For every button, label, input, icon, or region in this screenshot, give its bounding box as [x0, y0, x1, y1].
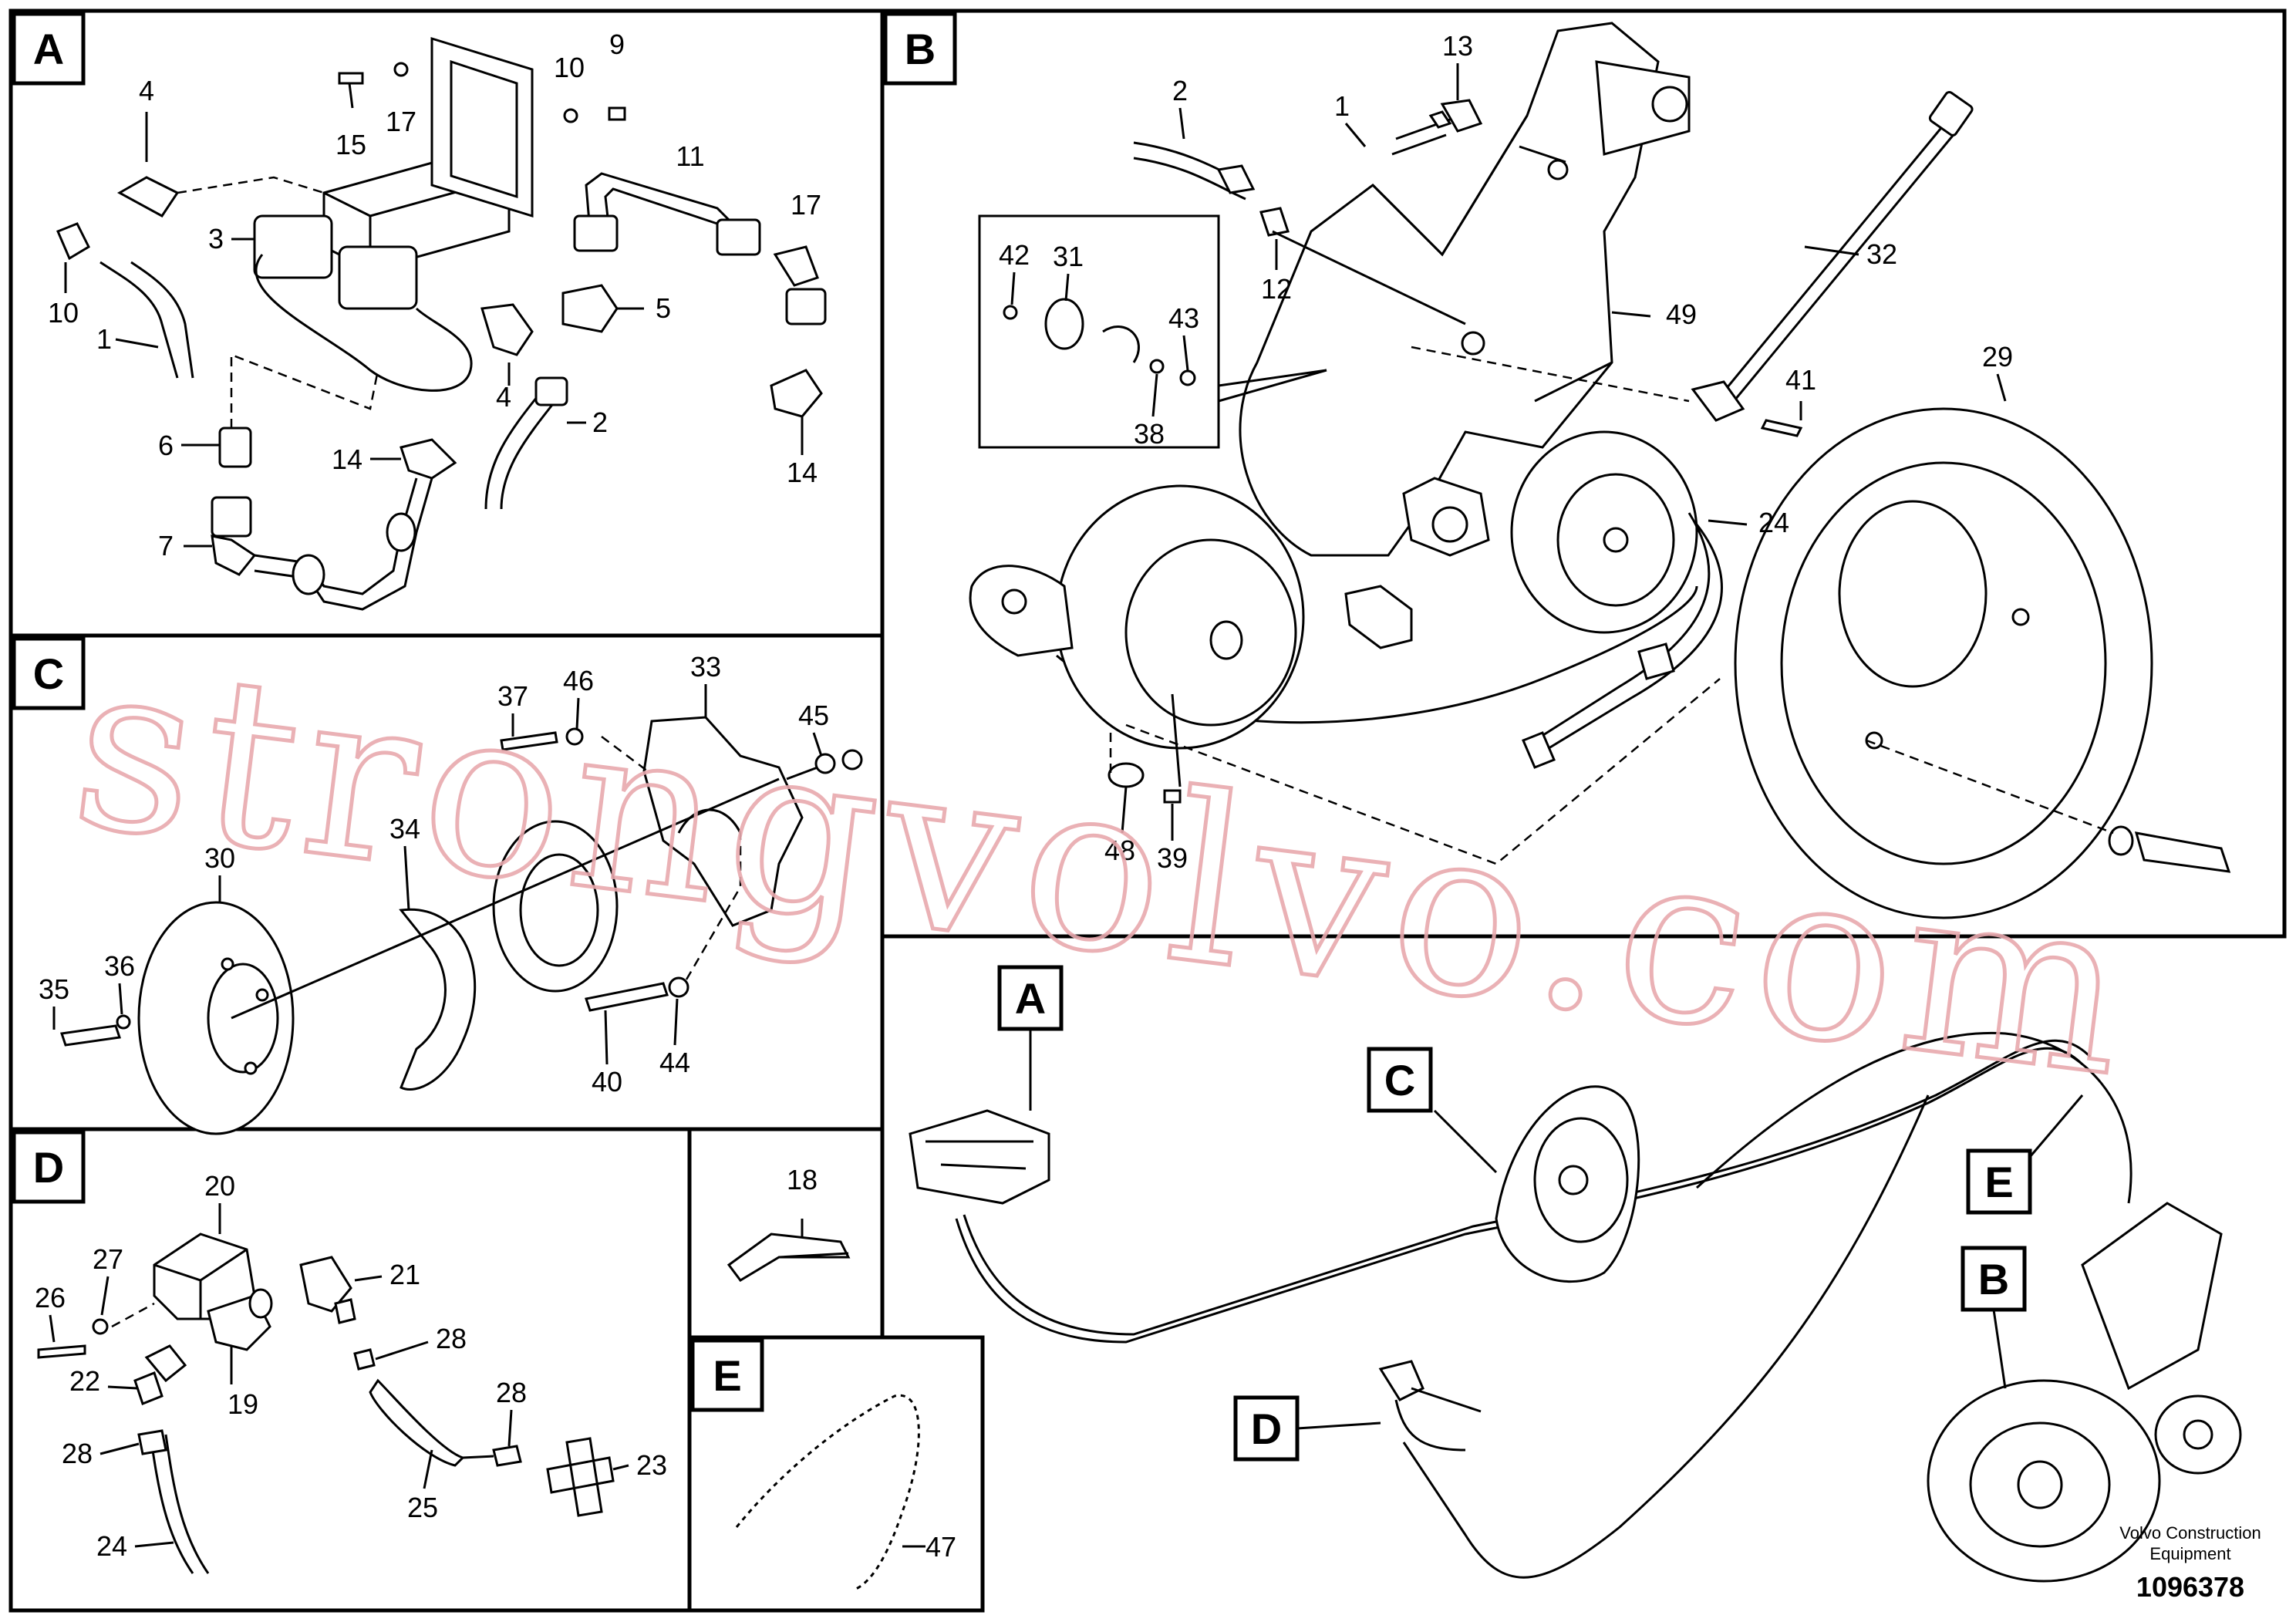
- panel-18-frame: [687, 1127, 885, 1340]
- part-label: 37: [497, 680, 528, 712]
- part-label: 41: [1785, 364, 1816, 396]
- panel-b-drawing: [969, 22, 2231, 919]
- section-letter-e: E: [690, 1338, 764, 1412]
- part-label: 27: [93, 1243, 123, 1275]
- part-label: 42: [999, 239, 1030, 271]
- part-label: 40: [592, 1066, 622, 1098]
- part-label: 31: [1053, 241, 1084, 272]
- part-label: 14: [787, 457, 818, 488]
- part-label: 4: [139, 75, 154, 106]
- svg-text:C: C: [33, 649, 64, 698]
- overview-callout-b: B: [1961, 1246, 2027, 1389]
- footer-line-1: Volvo Construction: [2119, 1523, 2261, 1543]
- panel-b-frame: [880, 8, 2287, 939]
- part-label: 45: [798, 700, 829, 731]
- part-label: 26: [35, 1282, 66, 1313]
- panel-d-labels: 20 27 26 21 22 19 28 28 28 23 25 24: [35, 1170, 667, 1562]
- footer-block: Volvo Construction Equipment 1096378: [2119, 1523, 2261, 1603]
- panel-a-drawing: [56, 36, 827, 611]
- svg-text:B: B: [905, 25, 936, 73]
- panel-e-drawing: 47: [735, 1394, 956, 1590]
- svg-text:A: A: [1015, 974, 1046, 1023]
- part-label: 29: [1982, 341, 2013, 373]
- part-label: 30: [204, 842, 235, 874]
- part-label: 25: [407, 1492, 438, 1523]
- svg-text:D: D: [1251, 1404, 1282, 1453]
- panel-c-labels: 30 34 35 36 37 46 33 45 40 44: [39, 651, 829, 1098]
- part-label: 2: [592, 406, 608, 438]
- part-label: 20: [204, 1170, 235, 1202]
- part-label: 4: [496, 381, 511, 413]
- svg-text:A: A: [33, 25, 64, 73]
- part-label: 48: [1104, 835, 1135, 866]
- part-label: 14: [332, 443, 362, 475]
- part-label: 39: [1157, 842, 1188, 874]
- part-label: 7: [158, 530, 174, 561]
- part-label: 21: [389, 1259, 420, 1290]
- part-label: 19: [228, 1388, 258, 1420]
- part-label: 12: [1261, 273, 1292, 305]
- section-letter-b: B: [883, 12, 957, 86]
- part-label: 28: [62, 1438, 93, 1469]
- part-label: 18: [787, 1164, 818, 1195]
- panel-a-labels: 4 3 10 1 15 17 10 9 11 17 5 4 2 6 14 7 1…: [48, 29, 821, 561]
- svg-text:E: E: [1984, 1158, 2013, 1206]
- drawing-number: 1096378: [2136, 1571, 2244, 1603]
- part-label: 28: [436, 1323, 467, 1354]
- part-label: 23: [636, 1449, 667, 1481]
- part-label: 10: [554, 52, 585, 83]
- section-letter-c: C: [12, 636, 86, 710]
- part-label: 5: [656, 292, 671, 324]
- panel-b-labels: 2 1 13 12 32 49 29 41 24 42 31 43 38 48 …: [999, 30, 2013, 874]
- part-label: 24: [1758, 507, 1789, 538]
- part-label: 43: [1168, 302, 1199, 334]
- part-label: 24: [96, 1530, 127, 1562]
- part-label: 36: [104, 950, 135, 982]
- part-label: 22: [69, 1365, 100, 1397]
- part-label: 3: [208, 223, 224, 255]
- overview-callout-e: E: [1966, 1094, 2084, 1215]
- overview-drawing: [909, 1031, 2242, 1583]
- part-label: 15: [335, 129, 366, 160]
- part-label: 46: [563, 665, 594, 696]
- part-label: 28: [496, 1377, 527, 1408]
- part-label: 44: [659, 1047, 690, 1078]
- panel-c-drawing: [60, 716, 863, 1135]
- part-label: 17: [791, 189, 821, 221]
- footer-line-2: Equipment: [2149, 1544, 2230, 1563]
- part-label: 33: [690, 651, 721, 683]
- part-label: 38: [1134, 418, 1165, 450]
- part-label: 47: [925, 1531, 956, 1563]
- part-label: 11: [676, 140, 704, 172]
- section-letter-a: A: [12, 12, 86, 86]
- part-label: 49: [1666, 298, 1697, 330]
- section-letter-d: D: [12, 1130, 86, 1204]
- svg-text:E: E: [713, 1351, 741, 1400]
- overview-callout-c: C: [1367, 1047, 1498, 1174]
- part-label: 17: [386, 106, 416, 137]
- overview-callout-a: A: [997, 965, 1064, 1111]
- overview-callout-d: D: [1233, 1395, 1381, 1462]
- panel-e-frame: [687, 1335, 985, 1613]
- part-label: 1: [1334, 90, 1350, 122]
- svg-text:B: B: [1978, 1255, 2009, 1303]
- part-label: 13: [1442, 30, 1473, 62]
- svg-text:D: D: [33, 1143, 64, 1192]
- part-label: 9: [609, 29, 625, 60]
- part-label: 34: [389, 813, 420, 845]
- part-label: 2: [1172, 75, 1188, 106]
- panel-18-drawing: 18: [727, 1164, 851, 1282]
- part-label: 32: [1866, 238, 1897, 270]
- part-label: 10: [48, 297, 79, 329]
- part-label: 6: [158, 430, 174, 461]
- svg-text:C: C: [1384, 1056, 1415, 1104]
- part-label: 35: [39, 973, 69, 1005]
- panel-d-drawing: [37, 1233, 615, 1574]
- part-label: 1: [96, 323, 112, 355]
